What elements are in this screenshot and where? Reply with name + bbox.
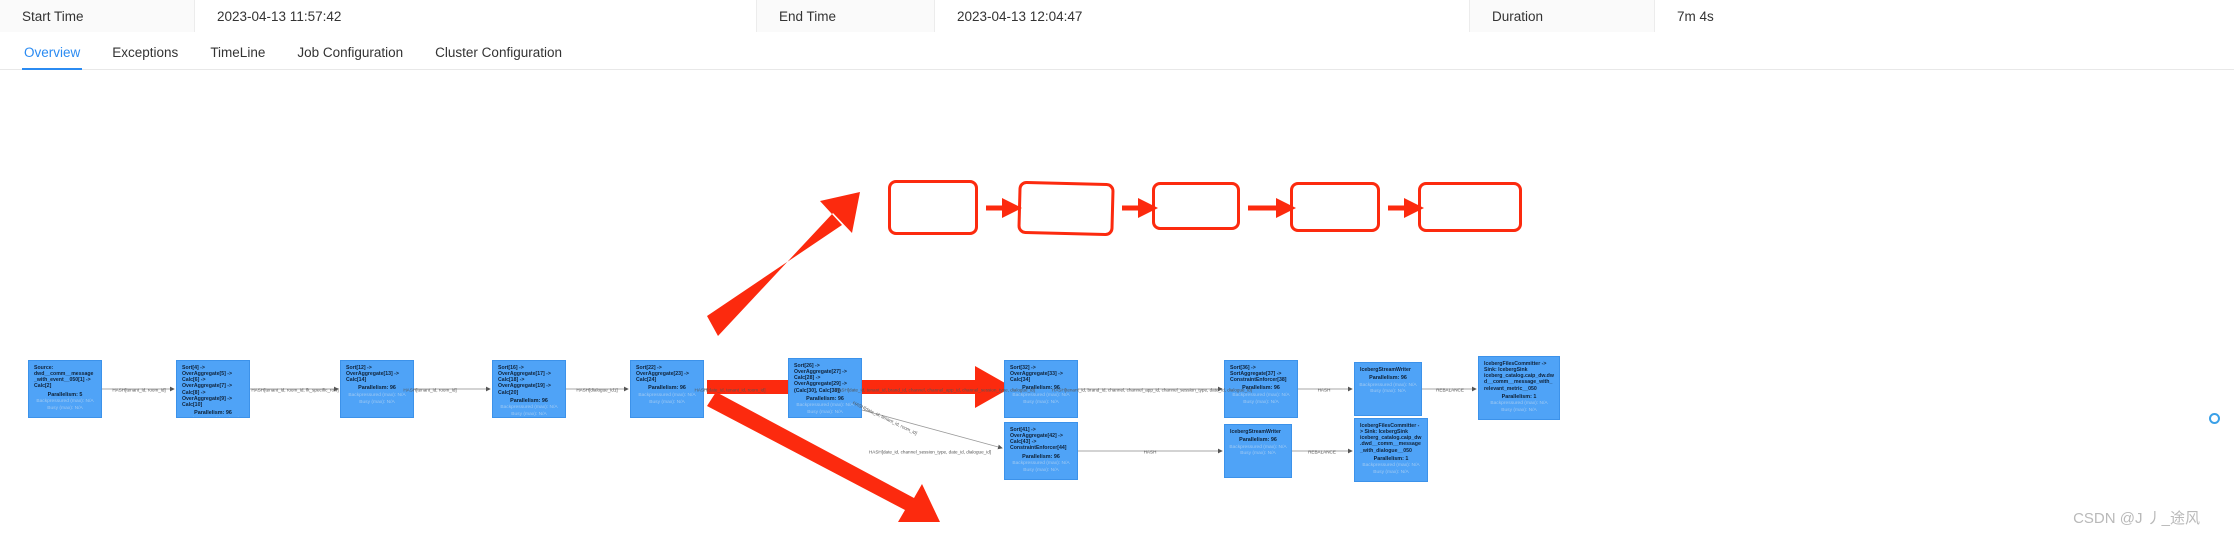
graph-node-title: Source: dwd__comm__message_with_event__0… <box>34 365 94 390</box>
graph-node-busy: Busy (max): N/A <box>1243 399 1279 405</box>
graph-node-title: Sort[36] -> SortAggregate[37] -> Constra… <box>1230 365 1287 384</box>
graph-node-parallelism: Parallelism: 1 <box>1373 455 1409 462</box>
edge-label: REBALANCE <box>1436 387 1464 393</box>
edge-label: HASH[tenant_id, room_id, flt_specific_ro… <box>251 387 339 393</box>
tab-cluster-configuration[interactable]: Cluster Configuration <box>435 45 562 60</box>
graph-node[interactable]: Sort[12] -> OverAggregate[13] -> Calc[14… <box>340 360 414 418</box>
graph-node-parallelism: Parallelism: 96 <box>806 395 844 402</box>
graph-node[interactable]: Sort[22] -> OverAggregate[23] -> Calc[24… <box>630 360 704 418</box>
edge-lines <box>102 192 1477 522</box>
graph-node[interactable]: Sort[4] -> OverAggregate[5] -> Calc[6] -… <box>176 360 250 418</box>
edge-label: HASH[tenant_id, room_id] <box>112 387 166 393</box>
start-time-label: Start Time <box>0 0 195 32</box>
graph-node-backpressure: Backpressured (max): N/A <box>638 392 696 398</box>
graph-node-busy: Busy (max): N/A <box>511 411 547 417</box>
graph-node[interactable]: Source: dwd__comm__message_with_event__0… <box>28 360 102 418</box>
graph-node-backpressure: Backpressured (max): N/A <box>36 398 94 404</box>
edge-label: HASH[date_id, tenant_id, brand_id, chann… <box>835 387 1035 393</box>
job-summary-bar: Start Time 2023-04-13 11:57:42 End Time … <box>0 0 2234 32</box>
graph-node-title: Sort[22] -> OverAggregate[23] -> Calc[24… <box>636 365 689 384</box>
graph-node[interactable]: IcebergFilesCommitter -> Sink: IcebergSi… <box>1354 418 1428 482</box>
graph-node-backpressure: Backpressured (max): N/A <box>181 417 245 418</box>
graph-node-busy: Busy (max): N/A <box>1370 389 1406 395</box>
graph-node[interactable]: Sort[32] -> OverAggregate[33] -> Calc[34… <box>1004 360 1078 418</box>
graph-node-parallelism: Parallelism: 1 <box>1501 393 1537 400</box>
graph-node-parallelism: Parallelism: 96 <box>1239 437 1277 444</box>
graph-node-busy: Busy (max): N/A <box>649 399 685 405</box>
graph-node[interactable]: Sort[36] -> SortAggregate[37] -> Constra… <box>1224 360 1298 418</box>
graph-node-backpressure: Backpressured (max): N/A <box>1012 460 1070 466</box>
graph-node-backpressure: Backpressured (max): N/A <box>500 405 558 410</box>
graph-node[interactable]: Sort[16] -> OverAggregate[17] -> Calc[18… <box>492 360 566 418</box>
edge-label: HASH[date_id, tenant_id, room_id] <box>694 387 766 393</box>
graph-node-busy: Busy (max): N/A <box>1501 407 1537 413</box>
graph-node-title: IcebergStreamWriter <box>1360 367 1411 373</box>
graph-node-busy: Busy (max): N/A <box>1023 467 1059 473</box>
end-time-label: End Time <box>757 0 935 32</box>
red-pointer-arrows <box>707 192 1012 522</box>
graph-node-busy: Busy (max): N/A <box>1023 399 1059 405</box>
graph-node-parallelism: Parallelism: 96 <box>194 409 232 416</box>
watermark-text: CSDN @J 丿_途风 <box>2073 510 2200 527</box>
graph-node-title: Sort[32] -> OverAggregate[33] -> Calc[34… <box>1010 365 1063 384</box>
edge-label: HASH[dialogue_id1] <box>576 387 618 393</box>
graph-node[interactable]: Sort[26] -> OverAggregate[27] -> Calc[28… <box>788 358 862 418</box>
graph-node-backpressure: Backpressured (max): N/A <box>1232 392 1290 398</box>
annotation-box-5 <box>1418 182 1522 232</box>
graph-node-backpressure: Backpressured (max): N/A <box>1359 382 1417 388</box>
edge-label: HASH <box>1317 387 1331 393</box>
graph-node-title: Sort[12] -> OverAggregate[13] -> Calc[14… <box>346 365 399 384</box>
graph-node-title: IcebergFilesCommitter -> Sink: IcebergSi… <box>1484 361 1554 392</box>
graph-node-title: Sort[41] -> OverAggregate[42] -> Calc[43… <box>1010 427 1067 452</box>
graph-node-title: IcebergFilesCommitter -> Sink: IcebergSi… <box>1360 423 1422 454</box>
job-graph-canvas[interactable]: Source: dwd__comm__message_with_event__0… <box>0 70 2234 542</box>
graph-node-busy: Busy (max): N/A <box>359 399 395 405</box>
graph-node-busy: Busy (max): N/A <box>807 409 843 415</box>
graph-node[interactable]: Sort[41] -> OverAggregate[42] -> Calc[43… <box>1004 422 1078 480</box>
graph-node-busy: Busy (max): N/A <box>1373 469 1409 475</box>
graph-node-title: IcebergStreamWriter <box>1230 429 1281 435</box>
tab-bar: Overview Exceptions TimeLine Job Configu… <box>0 32 2234 70</box>
graph-node-parallelism: Parallelism: 96 <box>1022 385 1060 392</box>
graph-node-parallelism: Parallelism: 96 <box>648 385 686 392</box>
graph-node-backpressure: Backpressured (max): N/A <box>1012 392 1070 398</box>
start-time-value: 2023-04-13 11:57:42 <box>195 0 757 32</box>
tab-overview[interactable]: Overview <box>8 45 96 70</box>
graph-node-backpressure: Backpressured (max): N/A <box>348 392 406 398</box>
duration-value: 7m 4s <box>1655 0 2234 32</box>
graph-node-backpressure: Backpressured (max): N/A <box>796 403 854 408</box>
tab-timeline[interactable]: TimeLine <box>210 45 266 60</box>
graph-node[interactable]: IcebergFilesCommitter -> Sink: IcebergSi… <box>1478 356 1560 420</box>
edge-label: HASH[date_id, channel_session_type, date… <box>868 449 992 455</box>
end-time-value: 2023-04-13 12:04:47 <box>935 0 1470 32</box>
graph-node-parallelism: Parallelism: 96 <box>358 385 396 392</box>
duration-label: Duration <box>1470 0 1655 32</box>
edge-label: REBALANCE <box>1308 449 1336 455</box>
annotation-box-2 <box>1017 180 1115 237</box>
graph-node-title: Sort[26] -> OverAggregate[27] -> Calc[28… <box>794 363 847 394</box>
graph-node-busy: Busy (max): N/A <box>47 405 83 411</box>
annotation-box-3 <box>1152 182 1240 230</box>
graph-node-title: Sort[4] -> OverAggregate[5] -> Calc[6] -… <box>182 365 233 408</box>
graph-node-parallelism: Parallelism: 96 <box>1369 375 1407 382</box>
edge-label: HASH[tenant_id, room_id] <box>403 387 457 393</box>
annotation-box-1 <box>888 180 978 235</box>
graph-node-parallelism: Parallelism: 96 <box>1242 385 1280 392</box>
graph-node-parallelism: Parallelism: 96 <box>510 397 548 404</box>
graph-node-backpressure: Backpressured (max): N/A <box>1362 463 1420 468</box>
graph-node-busy: Busy (max): N/A <box>1240 451 1276 457</box>
graph-node-parallelism: Parallelism: 96 <box>1022 453 1060 460</box>
graph-node-title: Sort[16] -> OverAggregate[17] -> Calc[18… <box>498 365 551 396</box>
graph-node-backpressure: Backpressured (max): N/A <box>1490 401 1548 406</box>
graph-node-backpressure: Backpressured (max): N/A <box>1229 444 1287 450</box>
edge-label: HASH <box>1143 449 1157 455</box>
tab-exceptions[interactable]: Exceptions <box>112 45 179 60</box>
annotation-box-4 <box>1290 182 1380 232</box>
edge-label: HASH[tenant_id, brand_id, channel, chann… <box>1052 387 1252 393</box>
graph-node-parallelism: Parallelism: 5 <box>47 391 83 398</box>
cursor-indicator <box>2209 413 2220 424</box>
tab-job-configuration[interactable]: Job Configuration <box>297 45 404 60</box>
